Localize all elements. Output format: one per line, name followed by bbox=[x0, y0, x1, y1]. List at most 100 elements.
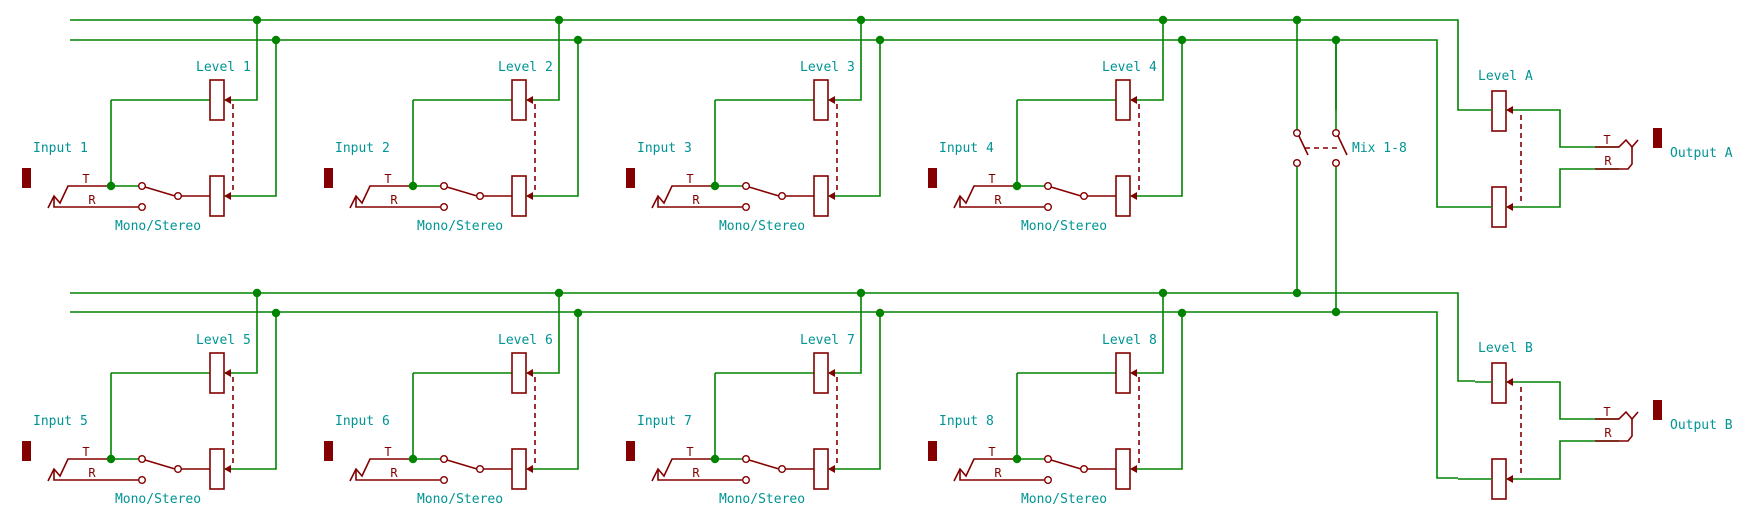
switch-blade bbox=[1298, 135, 1309, 156]
output-label: Output A bbox=[1670, 146, 1733, 161]
level-pot-lower bbox=[209, 448, 225, 490]
switch-contact bbox=[1043, 455, 1052, 464]
pot-lower-wiper-wire bbox=[1130, 313, 1183, 470]
bus-top-lower bbox=[1336, 39, 1458, 208]
pin-ring-label: R bbox=[1604, 426, 1612, 440]
level-label: Level 8 bbox=[1102, 333, 1157, 348]
output-tip-wire bbox=[1506, 381, 1619, 420]
wiper-arrow bbox=[224, 96, 231, 104]
junction bbox=[875, 35, 885, 45]
jack-ring-contact bbox=[657, 469, 742, 481]
level-label: Level 6 bbox=[498, 333, 553, 348]
jack-body bbox=[928, 441, 937, 461]
bus-bottom-lower bbox=[70, 311, 1458, 479]
switch-contact bbox=[778, 465, 787, 474]
output-pot-lower bbox=[1491, 186, 1507, 228]
jack-tip-contact bbox=[651, 185, 715, 209]
switch-contact bbox=[476, 191, 485, 200]
switch-contact bbox=[476, 465, 485, 474]
pin-ring-label: R bbox=[692, 193, 700, 207]
switch-blade bbox=[144, 459, 176, 470]
level-pot-upper bbox=[1115, 79, 1131, 121]
pin-ring-label: R bbox=[390, 193, 398, 207]
level-pot-lower bbox=[511, 448, 527, 490]
level-pot-upper bbox=[813, 352, 829, 394]
level-label: Level 2 bbox=[498, 60, 553, 75]
wiper-arrow bbox=[828, 465, 835, 473]
jack-body bbox=[22, 168, 31, 188]
pin-tip-label: T bbox=[82, 172, 89, 186]
switch-blade bbox=[748, 186, 780, 197]
jack-tip-contact bbox=[651, 458, 715, 482]
pin-ring-label: R bbox=[994, 466, 1002, 480]
input-label: Input 4 bbox=[939, 141, 994, 156]
switch-contact bbox=[1043, 476, 1052, 485]
pot-lower-wiper-wire bbox=[526, 313, 579, 470]
level-label: Level 1 bbox=[196, 60, 251, 75]
pin-tip-label: T bbox=[1603, 133, 1610, 147]
jack-tip-contact bbox=[47, 185, 111, 209]
pot-upper-wiper-wire bbox=[224, 20, 258, 101]
wiper-arrow bbox=[1130, 465, 1137, 473]
junction bbox=[1158, 288, 1168, 298]
switch-contact bbox=[1043, 181, 1052, 190]
jack-ring-contact bbox=[355, 469, 440, 481]
wiper-arrow bbox=[526, 96, 533, 104]
output-jack-body bbox=[1653, 400, 1662, 420]
switch-contact bbox=[742, 202, 751, 211]
jack-body bbox=[626, 168, 635, 188]
pot-upper-wiper-wire bbox=[526, 20, 560, 101]
wiper-arrow bbox=[1506, 475, 1513, 483]
switch-contact bbox=[440, 181, 449, 190]
level-pot-lower bbox=[813, 175, 829, 217]
pot-upper-wiper-wire bbox=[828, 293, 862, 374]
jack-tip-contact bbox=[349, 185, 413, 209]
pot-lower-wiper-wire bbox=[224, 313, 277, 470]
wiper-arrow bbox=[224, 465, 231, 473]
wiper-arrow bbox=[828, 96, 835, 104]
junction bbox=[554, 288, 564, 298]
junction bbox=[554, 15, 564, 25]
jack-ring-contact bbox=[53, 196, 138, 208]
pot-lower-wiper-wire bbox=[526, 40, 579, 197]
output-level-label: Level A bbox=[1478, 69, 1533, 84]
jack-tip-contact bbox=[47, 458, 111, 482]
switch-contact bbox=[778, 191, 787, 200]
switch-label: Mono/Stereo bbox=[115, 492, 201, 507]
pot-upper-wiper-wire bbox=[1130, 20, 1164, 101]
output-label: Output B bbox=[1670, 418, 1733, 433]
output-level-label: Level B bbox=[1478, 341, 1533, 356]
wiper-arrow bbox=[1506, 106, 1513, 114]
pin-tip-label: T bbox=[686, 445, 693, 459]
junction bbox=[856, 15, 866, 25]
input-label: Input 7 bbox=[637, 414, 692, 429]
input-label: Input 8 bbox=[939, 414, 994, 429]
pot-upper-wiper-wire bbox=[526, 293, 560, 374]
switch-contact bbox=[440, 476, 449, 485]
switch-contact bbox=[1292, 158, 1301, 167]
pin-tip-label: T bbox=[988, 445, 995, 459]
switch-contact bbox=[1331, 158, 1340, 167]
wiper-arrow bbox=[1506, 378, 1513, 386]
pin-ring-label: R bbox=[1604, 154, 1612, 168]
bus-junction bbox=[1292, 15, 1302, 25]
wiper-arrow bbox=[1130, 96, 1137, 104]
junction bbox=[875, 308, 885, 318]
switch-label: Mono/Stereo bbox=[719, 492, 805, 507]
jack-body bbox=[22, 441, 31, 461]
output-a: TR Output A Level A bbox=[1458, 69, 1733, 228]
wiper-arrow bbox=[224, 192, 231, 200]
jack-body bbox=[928, 168, 937, 188]
wiper-arrow bbox=[1130, 369, 1137, 377]
mix-switch: Mix 1-8 bbox=[1292, 128, 1407, 167]
output-pot-upper bbox=[1491, 90, 1507, 132]
pin-tip-label: T bbox=[82, 445, 89, 459]
bus-junction bbox=[1331, 307, 1341, 317]
pin-tip-label: T bbox=[384, 445, 391, 459]
switch-contact bbox=[173, 191, 182, 200]
